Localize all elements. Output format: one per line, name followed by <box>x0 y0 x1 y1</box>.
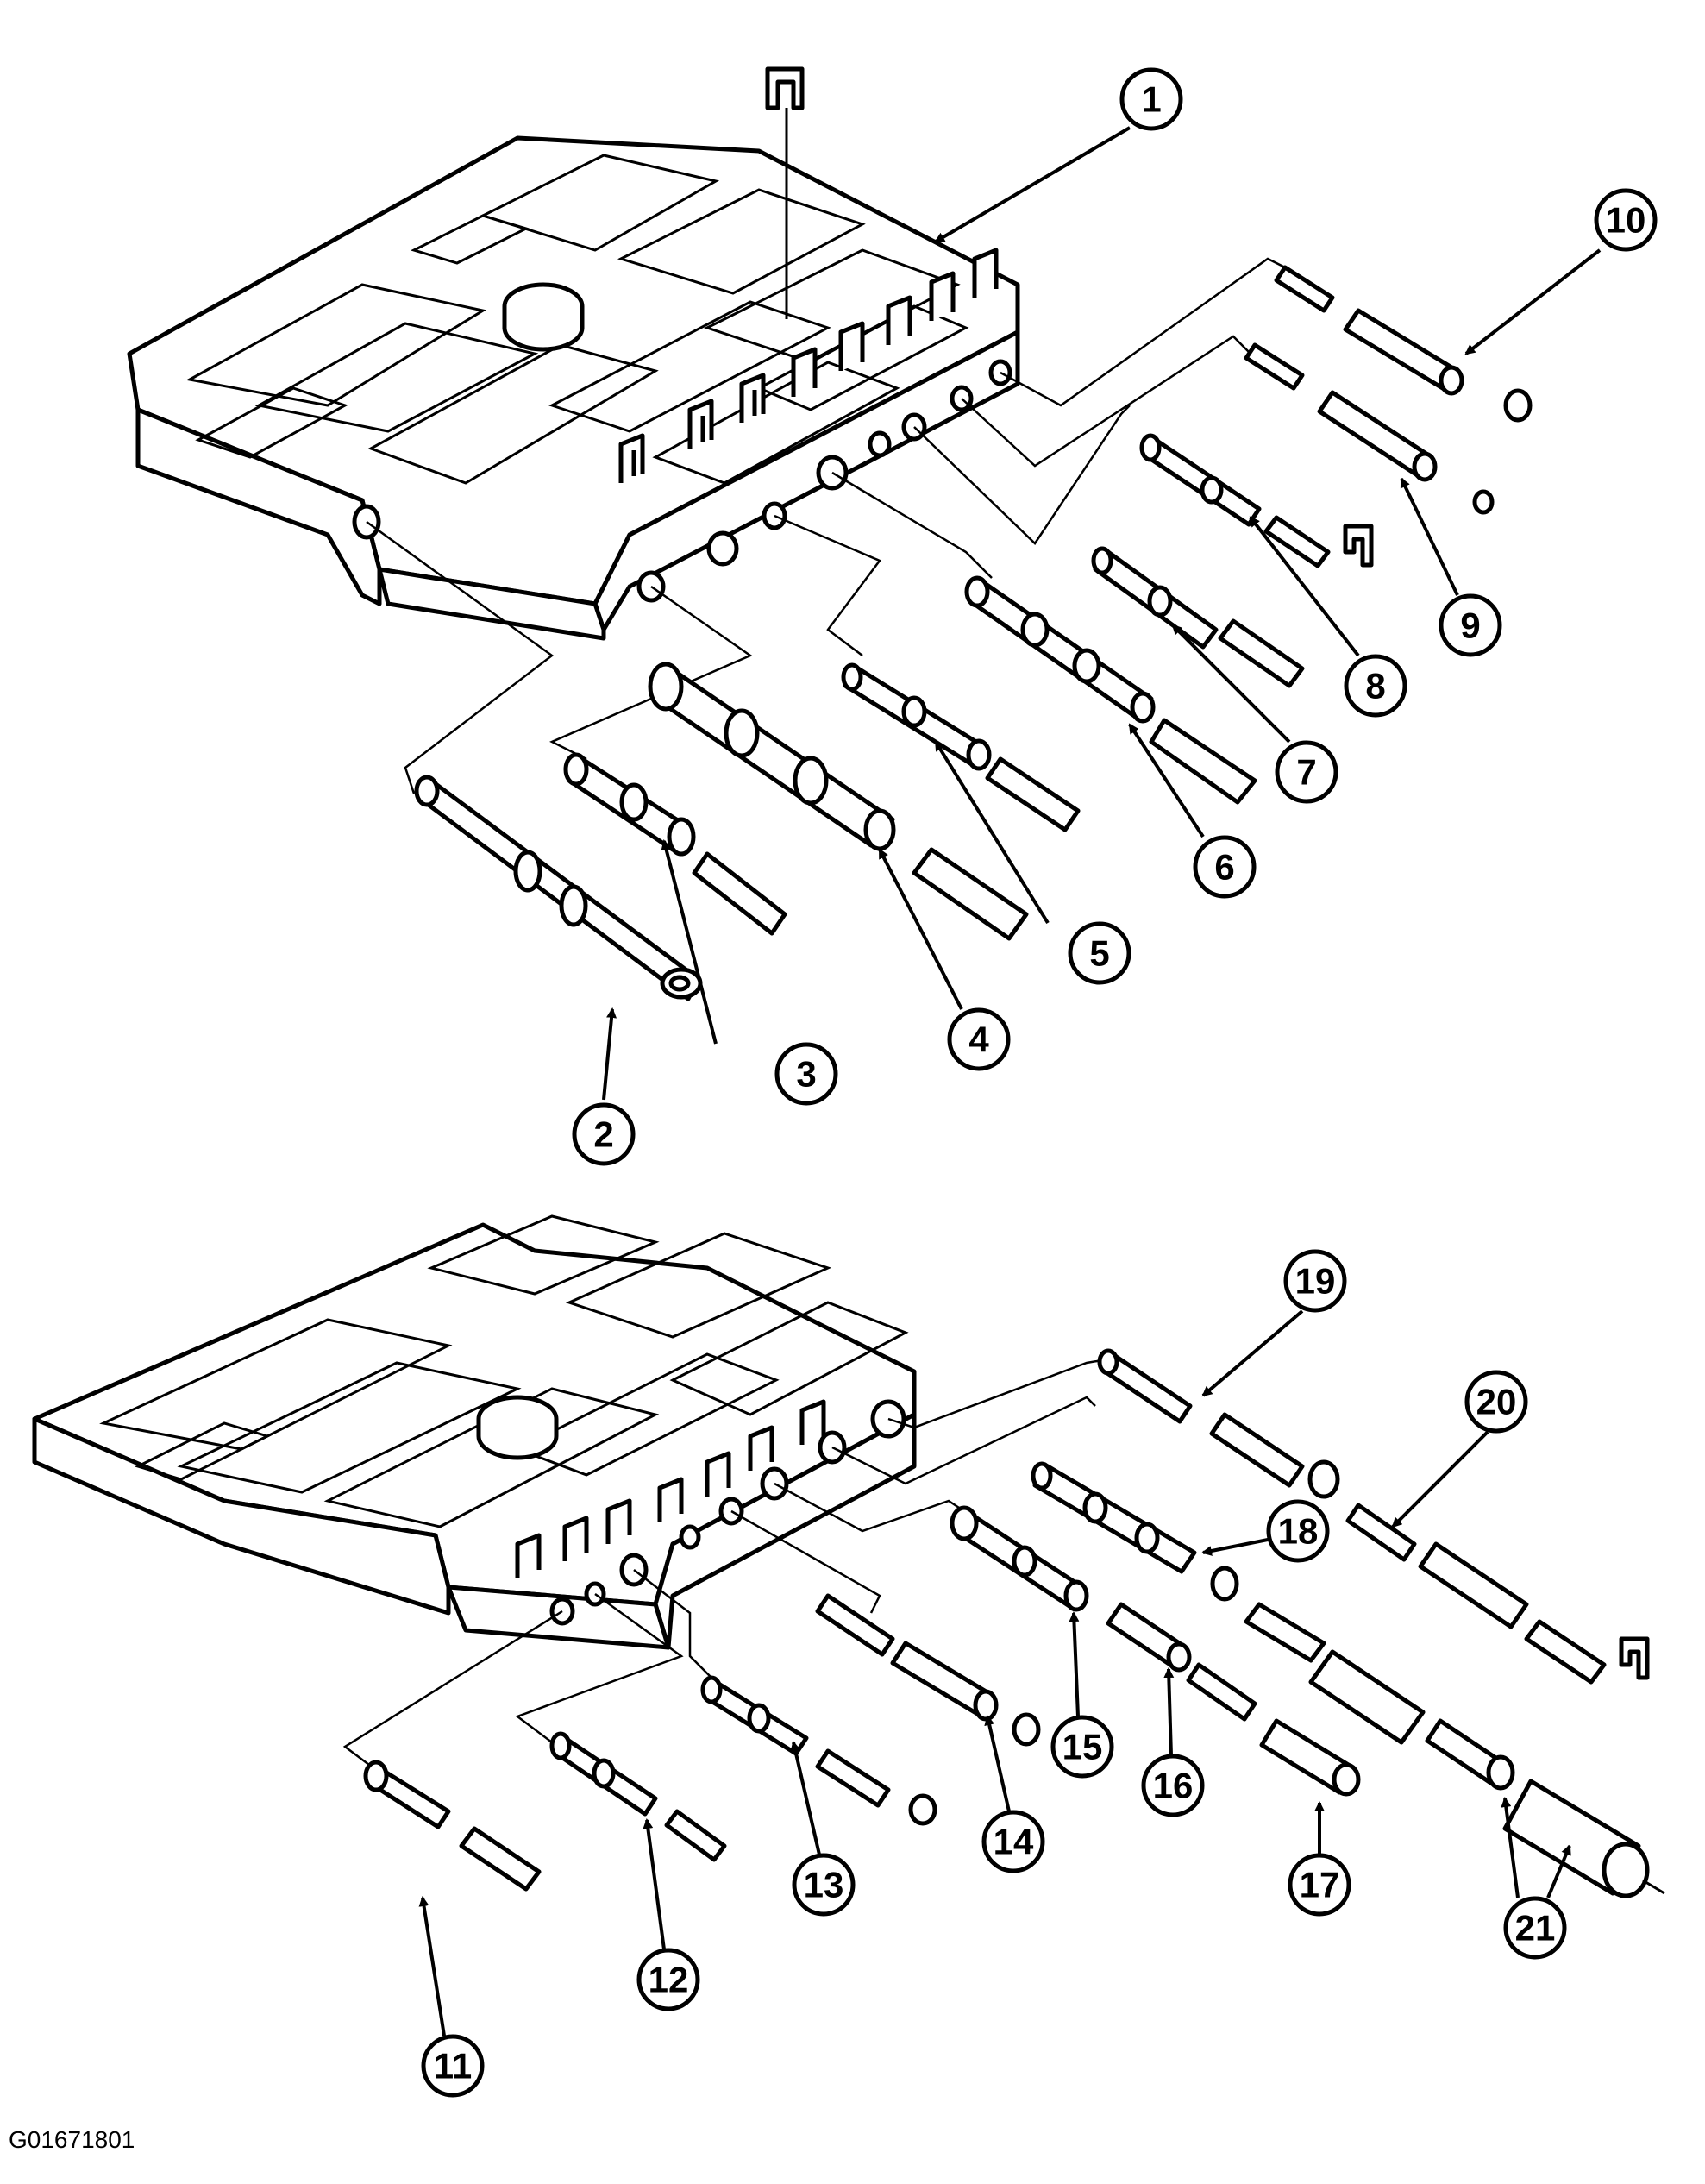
callout-1: 1 <box>1119 67 1183 131</box>
callout-10: 10 <box>1594 188 1658 252</box>
callout-label: 17 <box>1300 1865 1340 1905</box>
lower-valve-body <box>32 1214 917 1650</box>
upper-valve-body <box>127 66 1020 641</box>
callout-14: 14 <box>981 1810 1045 1873</box>
callout-19: 19 <box>1283 1249 1347 1313</box>
callout-label: 19 <box>1295 1261 1336 1302</box>
callout-leaders <box>418 126 1602 2037</box>
callout-label: 21 <box>1515 1908 1556 1949</box>
callout-6: 6 <box>1193 835 1257 899</box>
callout-label: 3 <box>796 1054 816 1095</box>
callout-label: 8 <box>1365 666 1385 706</box>
callout-16: 16 <box>1141 1754 1205 1817</box>
callout-12: 12 <box>636 1948 700 2011</box>
callout-label: 1 <box>1141 79 1161 120</box>
callout-17: 17 <box>1288 1853 1351 1917</box>
callout-20: 20 <box>1464 1370 1528 1434</box>
callout-label: 12 <box>649 1960 689 2000</box>
callout-label: 7 <box>1296 752 1316 793</box>
callout-9: 9 <box>1439 593 1502 657</box>
callout-label: 5 <box>1089 933 1109 974</box>
callout-21: 21 <box>1503 1896 1567 1960</box>
callout-3: 3 <box>774 1042 838 1106</box>
callout-13: 13 <box>792 1853 856 1917</box>
callout-label: 10 <box>1606 200 1646 241</box>
callout-label: 9 <box>1460 606 1480 646</box>
callout-label: 11 <box>434 2046 472 2087</box>
callout-7: 7 <box>1275 740 1338 804</box>
callout-15: 15 <box>1050 1715 1114 1779</box>
callout-label: 16 <box>1153 1766 1194 1806</box>
callout-11: 11 <box>421 2034 485 2098</box>
callout-18: 18 <box>1266 1499 1330 1563</box>
callout-8: 8 <box>1344 654 1407 718</box>
callout-label: 20 <box>1476 1382 1517 1422</box>
lower-valve-parts <box>342 1348 1665 1898</box>
callout-4: 4 <box>947 1007 1011 1071</box>
callout-label: 14 <box>994 1822 1034 1862</box>
callout-label: 18 <box>1278 1511 1319 1552</box>
upper-valve-parts <box>366 257 1533 1001</box>
callout-label: 6 <box>1214 847 1234 888</box>
figure-id: G01671801 <box>9 2126 135 2153</box>
callout-label: 4 <box>968 1020 989 1060</box>
callout-label: 13 <box>804 1865 844 1905</box>
callout-label: 15 <box>1062 1727 1103 1767</box>
callout-5: 5 <box>1068 921 1131 985</box>
callout-label: 2 <box>593 1114 613 1155</box>
callout-2: 2 <box>572 1102 636 1166</box>
